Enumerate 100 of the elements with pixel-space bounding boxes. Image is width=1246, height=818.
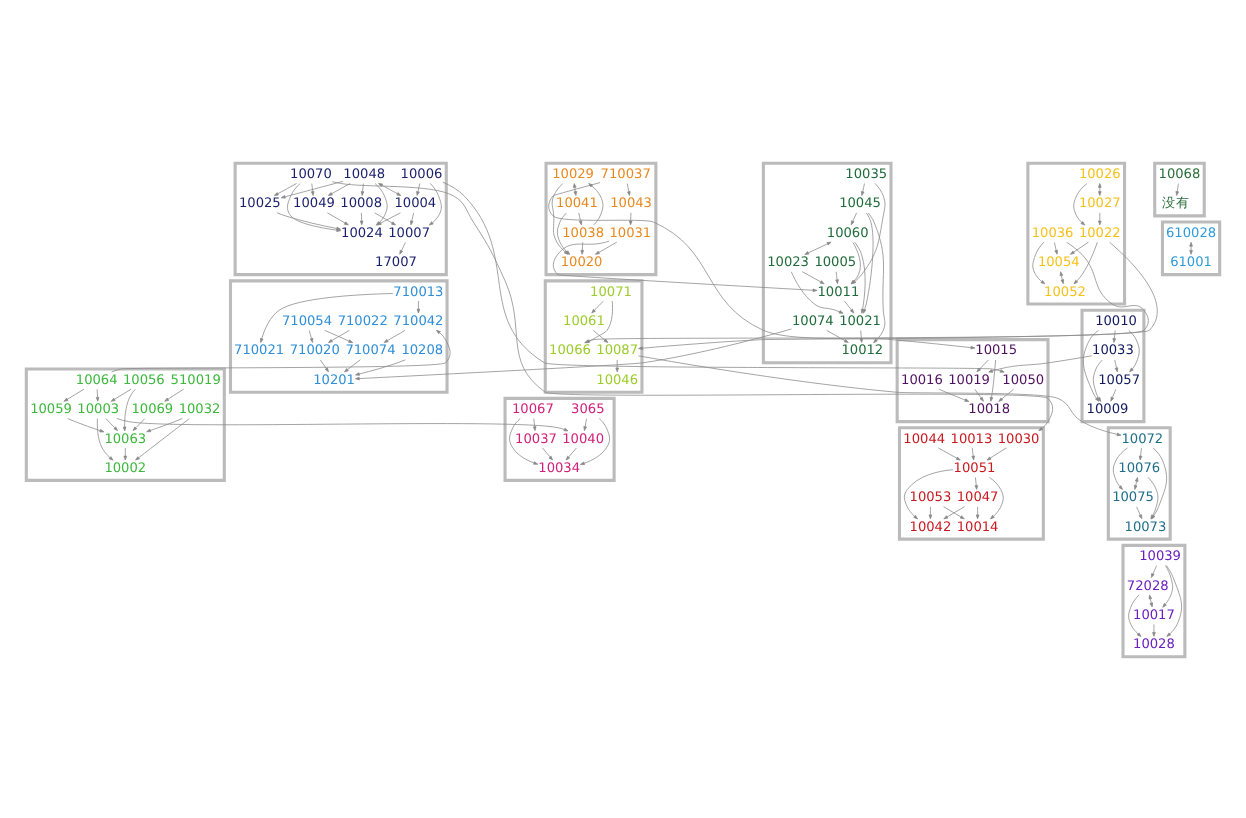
arrow [132, 417, 146, 430]
arrow [591, 299, 604, 313]
arrow [565, 446, 577, 460]
arrow [573, 182, 578, 195]
arrow [1152, 623, 1156, 636]
arrow [1166, 564, 1182, 636]
arrow [860, 182, 865, 195]
cluster [895, 337, 1050, 423]
arrow [1112, 446, 1128, 489]
arrow [383, 328, 406, 342]
arrow [826, 328, 849, 342]
arrow [938, 387, 970, 401]
arrow [1098, 182, 1102, 195]
arrow [593, 329, 609, 342]
arrow [1162, 564, 1173, 607]
cluster [228, 278, 449, 393]
cluster [1160, 219, 1222, 276]
arrow [416, 299, 421, 313]
arrow [854, 240, 866, 313]
arrow [95, 387, 100, 401]
arrow [96, 417, 114, 460]
arrow [937, 446, 961, 460]
cluster [1121, 542, 1187, 658]
arrow [344, 358, 361, 372]
arrow [867, 211, 886, 343]
arrow [552, 239, 818, 291]
arrow [355, 327, 792, 380]
arrow [1150, 564, 1157, 577]
arrow [410, 211, 414, 225]
arrow [276, 211, 341, 230]
arrow [804, 240, 832, 254]
arrow [1148, 593, 1154, 607]
arrow [360, 182, 365, 195]
arrow [1070, 240, 1089, 254]
arrow [67, 417, 105, 432]
arrow [790, 270, 844, 313]
arrow [943, 505, 965, 519]
arrow [428, 182, 442, 225]
arrow [974, 387, 984, 401]
arrow [378, 182, 402, 195]
arrow [998, 387, 1014, 401]
arrow [844, 299, 855, 313]
arrow [532, 417, 537, 430]
cluster [1026, 160, 1127, 305]
cluster [233, 160, 448, 276]
arrow [164, 387, 184, 401]
arrow [122, 387, 136, 431]
arrow [583, 417, 587, 430]
arrow [801, 270, 825, 284]
arrow [971, 446, 975, 460]
arrow [146, 417, 183, 432]
arrow [327, 211, 349, 225]
arrow [615, 358, 619, 372]
arrow [1114, 358, 1119, 372]
arrow [1136, 505, 1143, 519]
cluster [761, 160, 893, 364]
arrow [859, 329, 864, 342]
arrow [1082, 329, 1100, 401]
arrow [1073, 182, 1088, 225]
arrow [580, 240, 584, 254]
arrow [1128, 329, 1140, 372]
arrow [1189, 240, 1193, 254]
arrow [1073, 240, 1098, 284]
arrow [308, 329, 314, 342]
arrow [1098, 211, 1102, 225]
arrow [105, 417, 118, 430]
cluster [1153, 160, 1206, 217]
arrow [260, 292, 394, 342]
arrow [638, 240, 1158, 349]
arrow [595, 240, 618, 254]
arrow [509, 417, 539, 464]
arrow [116, 417, 569, 431]
arrow [1112, 329, 1116, 342]
arrow [850, 211, 857, 225]
arrow [975, 505, 980, 519]
arrow [988, 354, 1092, 372]
arrow [274, 182, 298, 195]
arrow [110, 387, 132, 401]
arrow [63, 387, 85, 401]
arrow [626, 182, 631, 195]
arrow [280, 179, 344, 198]
arrow [638, 354, 1122, 436]
arrow [328, 328, 350, 342]
arrow [310, 182, 315, 195]
arrow [580, 417, 610, 464]
arrow [928, 505, 933, 519]
arrow [111, 328, 451, 372]
arrow [287, 182, 342, 231]
arrow [319, 358, 329, 372]
arrow [355, 358, 406, 375]
arrow [863, 211, 874, 313]
arrow [1128, 593, 1142, 636]
arrow [578, 211, 583, 225]
arrow [628, 211, 633, 225]
arrow [135, 417, 190, 460]
arrow [1134, 476, 1139, 489]
arrow [1059, 270, 1065, 284]
arrow [1138, 446, 1143, 460]
cluster [1106, 425, 1172, 540]
arrow [974, 476, 978, 489]
